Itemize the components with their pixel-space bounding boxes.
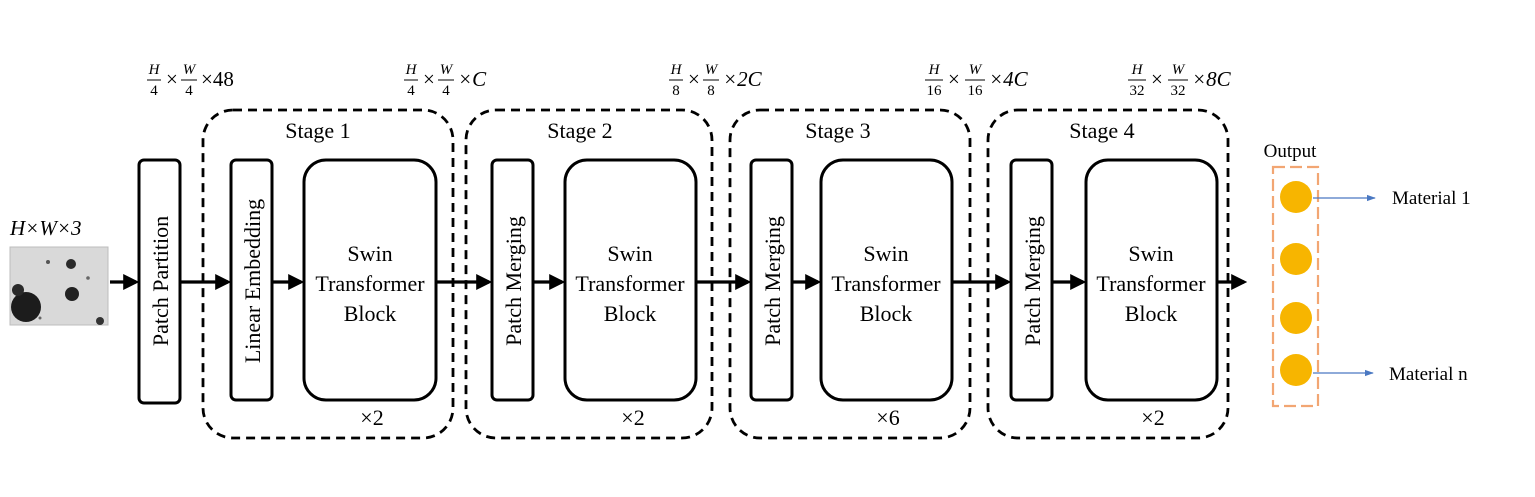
dim-annotation-1: H 4 × W 4 ×48: [147, 62, 234, 99]
stage-3-title: Stage 3: [805, 118, 870, 143]
stage-4-patch-merging-label: Patch Merging: [1020, 216, 1045, 346]
stage-2-swin-line-1: Swin: [607, 241, 652, 266]
svg-text:W: W: [183, 62, 197, 78]
patch-partition-label: Patch Partition: [148, 216, 173, 346]
svg-text:×: ×: [1151, 67, 1163, 91]
svg-text:×: ×: [166, 67, 178, 91]
svg-text:H: H: [670, 62, 683, 78]
svg-text:W: W: [440, 62, 454, 78]
stage-4-swin-line-3: Block: [1125, 301, 1178, 326]
output-node-3: [1280, 302, 1312, 334]
stage-2-patch-merging-label: Patch Merging: [501, 216, 526, 346]
output-frame: [1271, 165, 1320, 408]
stage-3-swin-line-1: Swin: [863, 241, 908, 266]
dim-annotation-2: H 4 × W 4 ×C: [404, 62, 487, 99]
svg-text:H: H: [405, 62, 418, 78]
svg-text:×: ×: [948, 67, 960, 91]
stage-1-repeat: ×2: [360, 405, 383, 430]
svg-text:×: ×: [423, 67, 435, 91]
stage-2-title: Stage 2: [547, 118, 612, 143]
svg-text:W: W: [705, 62, 719, 78]
output-title: Output: [1264, 141, 1318, 162]
input-image: [9, 246, 109, 326]
svg-text:×2C: ×2C: [723, 67, 763, 91]
stage-2-frame: [464, 108, 714, 440]
output-node-1: [1280, 181, 1312, 213]
stage-3-repeat: ×6: [876, 405, 899, 430]
svg-text:×C: ×C: [458, 67, 487, 91]
svg-text:8: 8: [672, 83, 680, 99]
svg-text:W: W: [969, 62, 983, 78]
svg-text:4: 4: [150, 83, 158, 99]
material-n-label: Material n: [1389, 364, 1468, 385]
input-dims-label: H×W×3: [9, 216, 82, 240]
svg-text:4: 4: [407, 83, 415, 99]
svg-text:×8C: ×8C: [1192, 67, 1232, 91]
stage-4-swin-line-1: Swin: [1128, 241, 1173, 266]
stage-3-swin-line-3: Block: [860, 301, 913, 326]
svg-text:32: 32: [1130, 83, 1145, 99]
stage-4-title: Stage 4: [1069, 118, 1134, 143]
stage-1-swin-line-3: Block: [344, 301, 397, 326]
stage-1-title: Stage 1: [285, 118, 350, 143]
stage-4-repeat: ×2: [1141, 405, 1164, 430]
stage-1-frame: [201, 108, 455, 440]
svg-text:16: 16: [968, 83, 984, 99]
svg-text:8: 8: [707, 83, 715, 99]
stage-3-swin-line-2: Transformer: [831, 271, 941, 296]
svg-text:4: 4: [442, 83, 450, 99]
stage-2-swin-line-3: Block: [604, 301, 657, 326]
svg-text:×48: ×48: [201, 67, 234, 91]
material-1-label: Material 1: [1392, 188, 1471, 209]
linear-embedding-label: Linear Embedding: [240, 199, 265, 363]
dim-annotation-5: H 32 × W 32 ×8C: [1128, 62, 1232, 99]
output-node-4: [1280, 354, 1312, 386]
svg-text:×: ×: [688, 67, 700, 91]
stage-1-swin-line-2: Transformer: [315, 271, 425, 296]
svg-text:W: W: [1172, 62, 1186, 78]
stage-1-swin-line-1: Swin: [347, 241, 392, 266]
output-node-2: [1280, 243, 1312, 275]
stage-3-patch-merging-label: Patch Merging: [760, 216, 785, 346]
dim-annotation-3: H 8 × W 8 ×2C: [669, 62, 763, 99]
dim-annotation-4: H 16 × W 16 ×4C: [925, 62, 1029, 99]
svg-text:×4C: ×4C: [989, 67, 1029, 91]
svg-text:H: H: [148, 62, 161, 78]
svg-text:H: H: [1131, 62, 1144, 78]
stage-3-frame: [728, 108, 972, 440]
svg-text:4: 4: [185, 83, 193, 99]
svg-text:H: H: [928, 62, 941, 78]
stage-4-swin-line-2: Transformer: [1096, 271, 1206, 296]
svg-text:16: 16: [927, 83, 943, 99]
svg-text:32: 32: [1171, 83, 1186, 99]
stage-2-swin-line-2: Transformer: [575, 271, 685, 296]
stage-4-frame: [986, 108, 1230, 440]
stage-2-repeat: ×2: [621, 405, 644, 430]
